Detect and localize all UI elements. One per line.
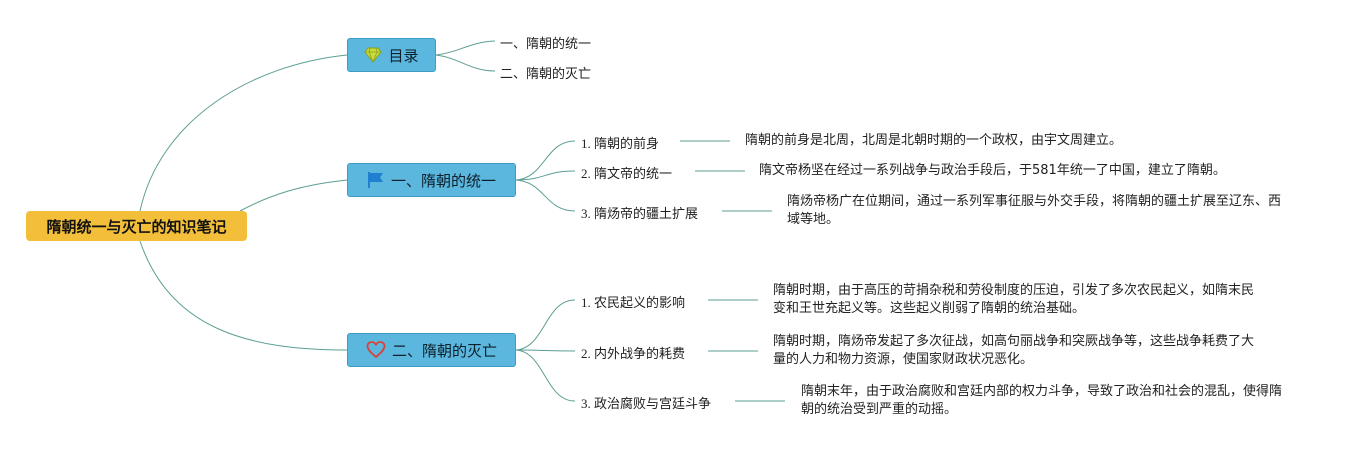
link-t1-2	[515, 170, 576, 181]
desc-war-costs: 隋朝时期，隋炀帝发起了多次征战，如高句丽战争和突厥战争等，这些战争耗费了大量的人…	[773, 334, 1255, 367]
toc-item-unification[interactable]: 一、隋朝的统一	[500, 37, 592, 52]
link-root-toc	[139, 54, 348, 212]
subtopic-wendi-unification[interactable]: 2. 隋文帝的统一	[581, 166, 673, 181]
subtopic-war-costs[interactable]: 2. 内外战争的耗费	[581, 346, 686, 361]
link-t2-3	[515, 349, 576, 402]
link-toc-2	[435, 54, 496, 72]
link-root-topic2	[139, 240, 348, 351]
link-t2-1	[515, 299, 576, 351]
topic-collapse[interactable]: 二、隋朝的灭亡	[347, 333, 516, 367]
topic-collapse-title: 二、隋朝的灭亡	[391, 341, 497, 360]
topic-unification[interactable]: 一、隋朝的统一	[347, 163, 516, 197]
topic-unification-title: 一、隋朝的统一	[390, 171, 496, 190]
subtopic-peasant-uprisings[interactable]: 1. 农民起义的影响	[581, 295, 686, 310]
link-toc-1	[435, 40, 496, 56]
link-t2-2	[515, 349, 576, 352]
link-t1-1	[515, 140, 576, 181]
subtopic-predecessor[interactable]: 1. 隋朝的前身	[581, 136, 660, 151]
desc-predecessor: 隋朝的前身是北周，北周是北朝时期的一个政权，由宇文周建立。	[745, 133, 1123, 148]
root-topic[interactable]: 隋朝统一与灭亡的知识笔记	[26, 211, 247, 241]
desc-court-struggles: 隋朝末年，由于政治腐败和宫廷内部的权力斗争，导致了政治和社会的混乱，使得隋朝的统…	[801, 384, 1283, 417]
toc-item-collapse[interactable]: 二、隋朝的灭亡	[500, 67, 592, 82]
root-title: 隋朝统一与灭亡的知识笔记	[46, 217, 227, 236]
link-t1-3	[515, 179, 576, 212]
desc-wendi-unification: 隋文帝杨坚在经过一系列战争与政治手段后，于581年统一了中国，建立了隋朝。	[759, 163, 1226, 178]
topic-toc-title: 目录	[388, 46, 419, 65]
desc-peasant-uprisings: 隋朝时期，由于高压的苛捐杂税和劳役制度的压迫，引发了多次农民起义，如隋末民变和王…	[773, 283, 1255, 316]
heart-icon	[366, 341, 386, 359]
diamond-icon	[364, 47, 383, 63]
link-root-topic1	[239, 179, 348, 212]
subtopic-yangdi-expansion[interactable]: 3. 隋炀帝的疆土扩展	[581, 206, 699, 221]
flag-icon	[367, 171, 385, 189]
desc-yangdi-expansion: 隋炀帝杨广在位期间，通过一系列军事征服与外交手段，将隋朝的疆土扩展至辽东、西域等…	[787, 194, 1282, 227]
subtopic-court-struggles[interactable]: 3. 政治腐败与宫廷斗争	[581, 396, 712, 411]
topic-toc[interactable]: 目录	[347, 38, 436, 72]
